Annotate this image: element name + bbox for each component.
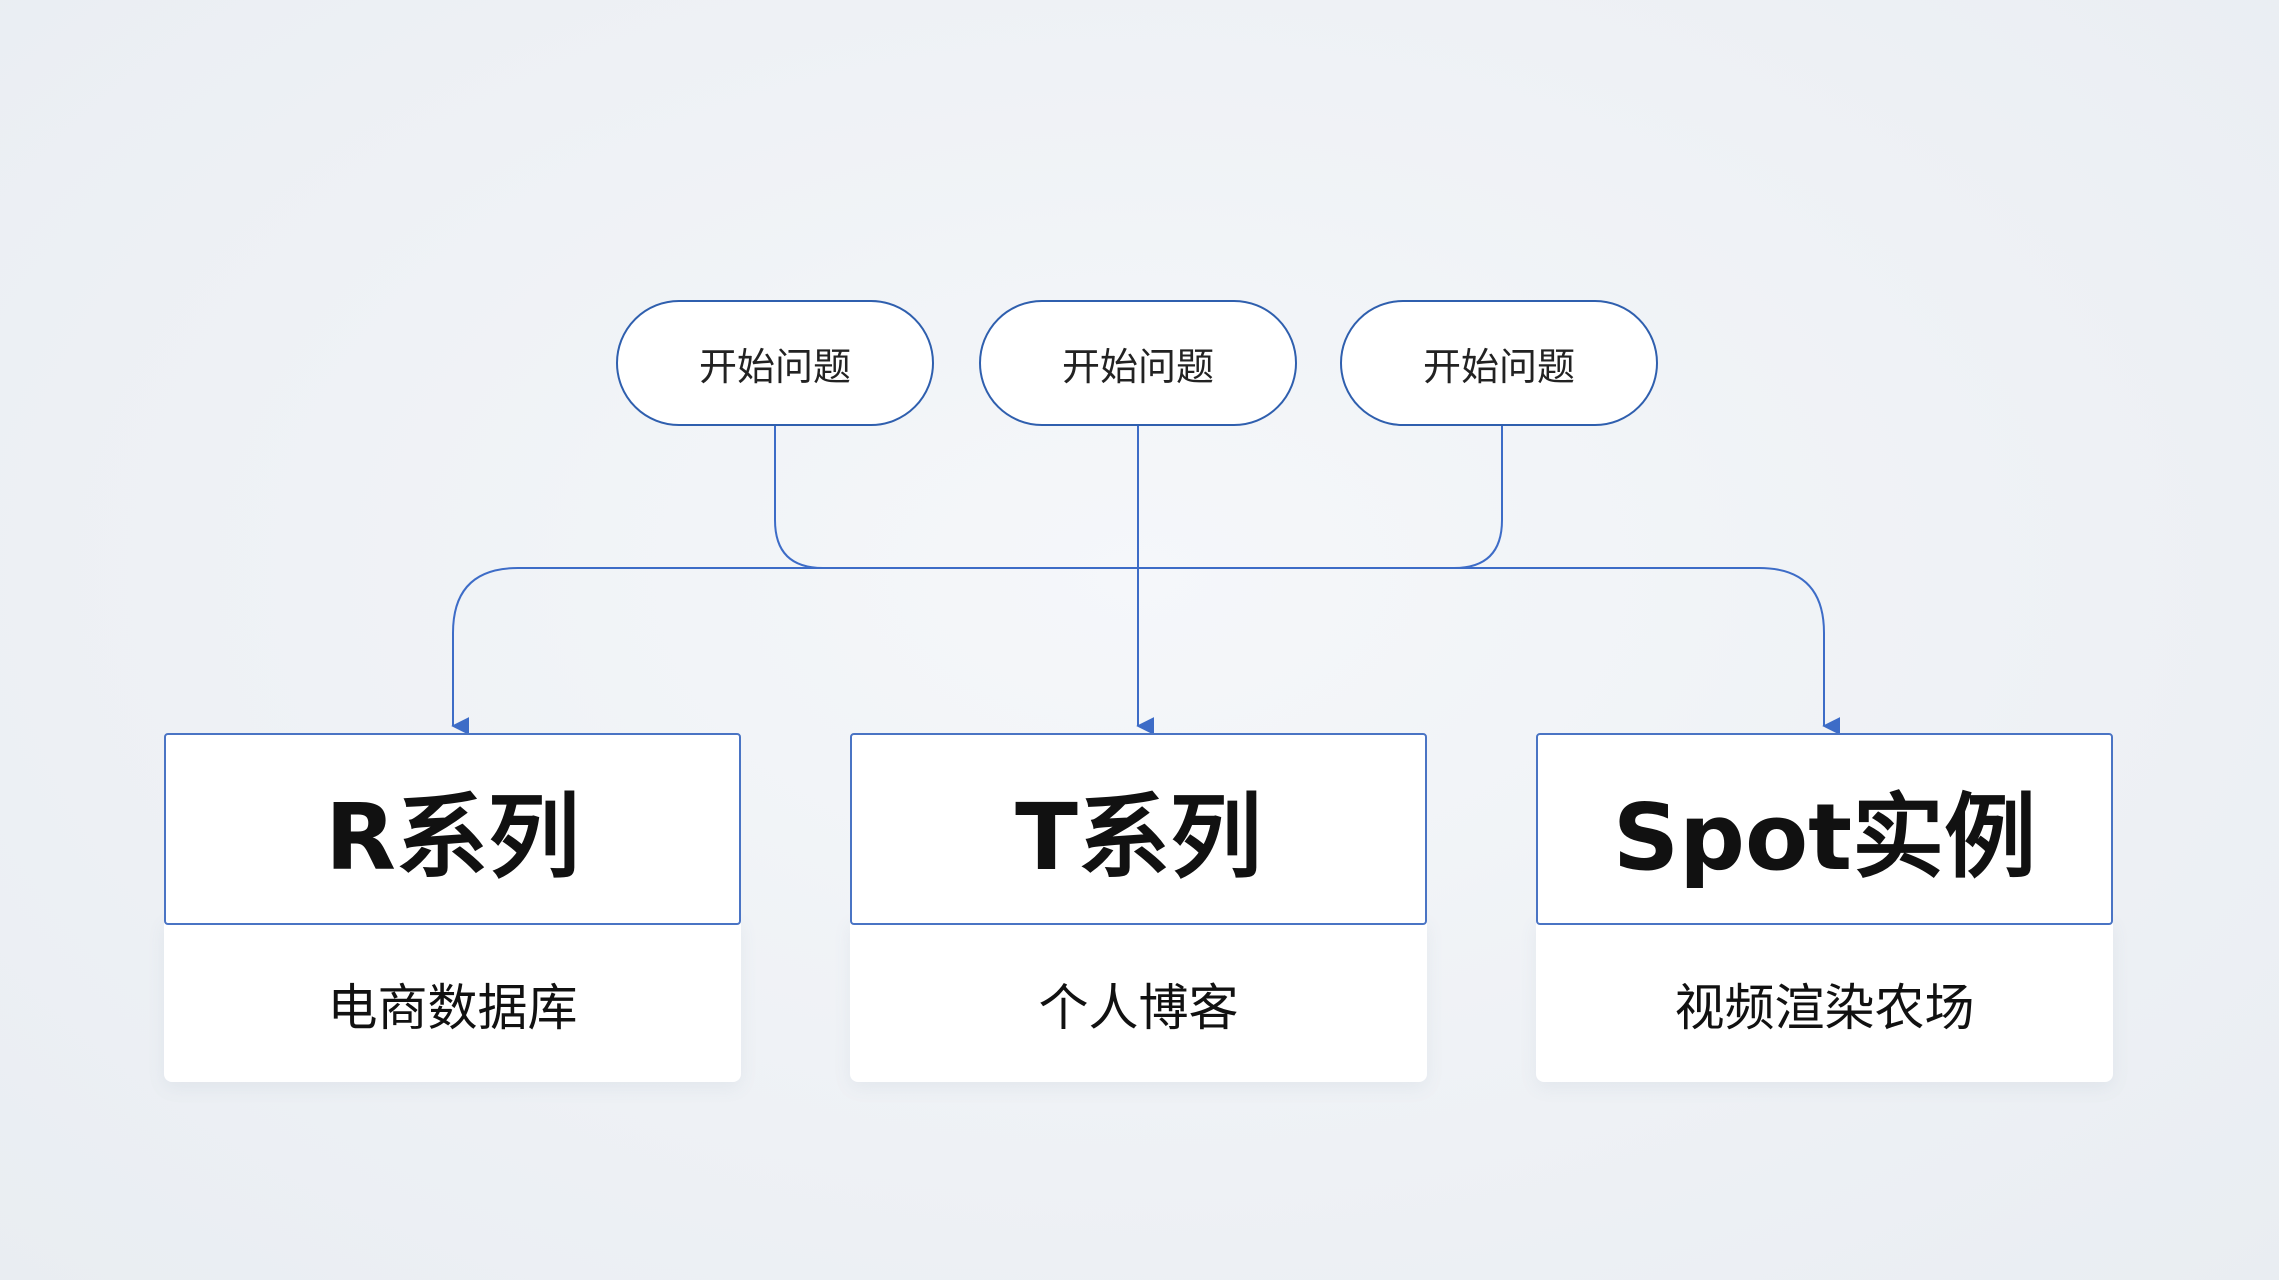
- merge-line-right: [1138, 426, 1503, 569]
- merge-line-left: [774, 426, 1138, 569]
- card-title-box: T系列: [850, 733, 1427, 925]
- card-spot-instance[interactable]: Spot实例 视频渲染农场: [1536, 733, 2113, 1082]
- card-title: Spot实例: [1612, 783, 2037, 891]
- start-question-label: 开始问题: [1422, 344, 1575, 389]
- branch-line-right: [1138, 567, 1841, 735]
- card-r-series[interactable]: R系列 电商数据库: [164, 733, 741, 1082]
- start-question-node-2[interactable]: 开始问题: [979, 300, 1297, 426]
- card-subtitle-box: 个人博客: [850, 919, 1427, 1082]
- card-subtitle-box: 视频渲染农场: [1536, 919, 2113, 1082]
- start-question-label: 开始问题: [698, 344, 851, 389]
- branch-line-left: [451, 567, 1138, 735]
- card-subtitle: 视频渲染农场: [1674, 978, 1975, 1037]
- start-question-node-1[interactable]: 开始问题: [616, 300, 934, 426]
- card-subtitle: 个人博客: [1038, 978, 1239, 1037]
- card-subtitle: 电商数据库: [327, 978, 578, 1037]
- start-question-label: 开始问题: [1061, 344, 1214, 389]
- card-t-series[interactable]: T系列 个人博客: [850, 733, 1427, 1082]
- start-question-node-3[interactable]: 开始问题: [1340, 300, 1658, 426]
- card-subtitle-box: 电商数据库: [164, 919, 741, 1082]
- card-title: T系列: [1015, 783, 1262, 891]
- card-title-box: R系列: [164, 733, 741, 925]
- card-title-box: Spot实例: [1536, 733, 2113, 925]
- card-title: R系列: [325, 783, 580, 891]
